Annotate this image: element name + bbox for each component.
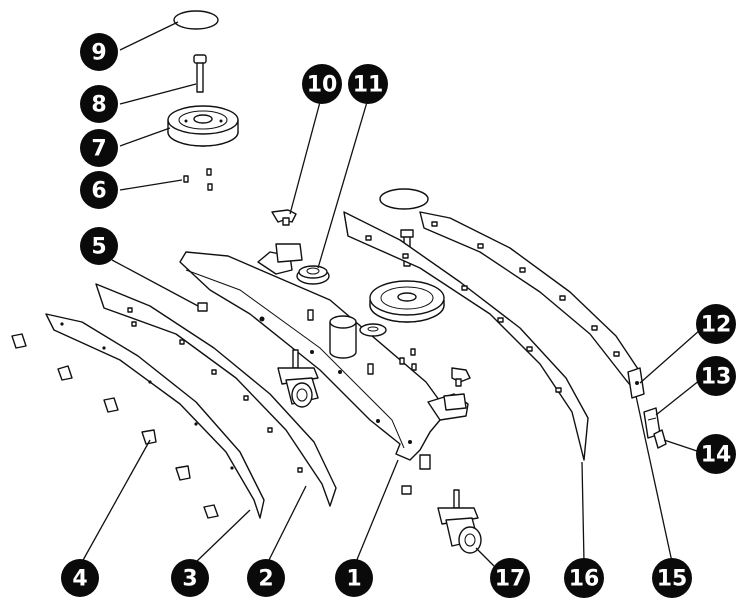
part-bolt: [193, 54, 207, 93]
part-left-strip-outer: [45, 313, 265, 519]
callout-10-label: 10: [307, 73, 338, 98]
callout-2: 2: [247, 559, 285, 597]
leader-11: [317, 101, 368, 269]
callout-10: 10: [302, 64, 342, 104]
part-nut: [197, 302, 208, 312]
leader-15: [635, 395, 673, 563]
callout-9-label: 9: [91, 41, 106, 66]
leader-6: [119, 179, 183, 191]
callout-1-label: 1: [346, 567, 361, 592]
leader-13: [655, 379, 701, 416]
callout-6-label: 6: [91, 179, 106, 204]
callout-6: 6: [80, 171, 118, 209]
part-left-strip-inner: [95, 283, 337, 507]
callout-15-label: 15: [657, 567, 688, 592]
leader-7: [119, 127, 171, 147]
callout-5: 5: [80, 227, 118, 265]
callout-15: 15: [652, 558, 692, 598]
callout-13-label: 13: [701, 365, 732, 390]
part-center-sleeve: [307, 309, 387, 375]
leader-1: [355, 459, 399, 563]
part-wheel-right: [369, 280, 445, 323]
callout-9: 9: [80, 33, 118, 71]
part-wing-nut: [271, 209, 297, 226]
leader-14: [663, 439, 701, 453]
callout-11-label: 11: [353, 73, 384, 98]
part-spring: [653, 429, 667, 449]
leader-16: [581, 461, 585, 563]
callout-16-label: 16: [569, 567, 600, 592]
callout-8-label: 8: [91, 93, 106, 118]
leader-8: [119, 83, 197, 105]
part-end-bracket: [627, 367, 645, 399]
callout-14-label: 14: [701, 443, 732, 468]
part-side-fasteners: [11, 333, 219, 519]
callout-12: 12: [696, 304, 736, 344]
part-caster-upper: [277, 349, 319, 408]
callout-3-label: 3: [182, 567, 197, 592]
callout-1: 1: [335, 559, 373, 597]
callout-7-label: 7: [91, 137, 106, 162]
callout-13: 13: [696, 356, 736, 396]
part-screws-small: [183, 168, 213, 191]
callout-14: 14: [696, 434, 736, 474]
part-hub-nut: [296, 265, 330, 285]
callout-4-label: 4: [72, 567, 87, 592]
part-wheel-top: [167, 105, 239, 147]
callout-12-label: 12: [701, 313, 732, 338]
leader-3: [195, 509, 251, 563]
callout-7: 7: [80, 129, 118, 167]
leader-5: [111, 259, 199, 307]
callout-5-label: 5: [91, 235, 106, 260]
part-cap-disc-top: [173, 10, 219, 30]
leader-12: [639, 329, 701, 384]
part-caster-lower: [437, 489, 482, 554]
leader-9: [119, 21, 179, 51]
callout-4: 4: [61, 559, 99, 597]
leader-lines: [81, 21, 701, 567]
callout-3: 3: [171, 559, 209, 597]
part-right-strip-outer: [419, 211, 641, 393]
part-nut-lower: [401, 485, 412, 495]
callout-11: 11: [348, 64, 388, 104]
part-main-frame: [179, 243, 469, 470]
callout-8: 8: [80, 85, 118, 123]
callout-16: 16: [564, 558, 604, 598]
callout-2-label: 2: [258, 567, 273, 592]
callout-17: 17: [490, 558, 530, 598]
leader-17: [475, 547, 495, 567]
leader-10: [289, 101, 321, 215]
part-right-strip-inner: [343, 211, 589, 461]
part-cap-disc-right: [379, 188, 429, 210]
callout-17-label: 17: [495, 567, 526, 592]
leader-4: [81, 439, 151, 563]
leader-2: [267, 485, 307, 563]
